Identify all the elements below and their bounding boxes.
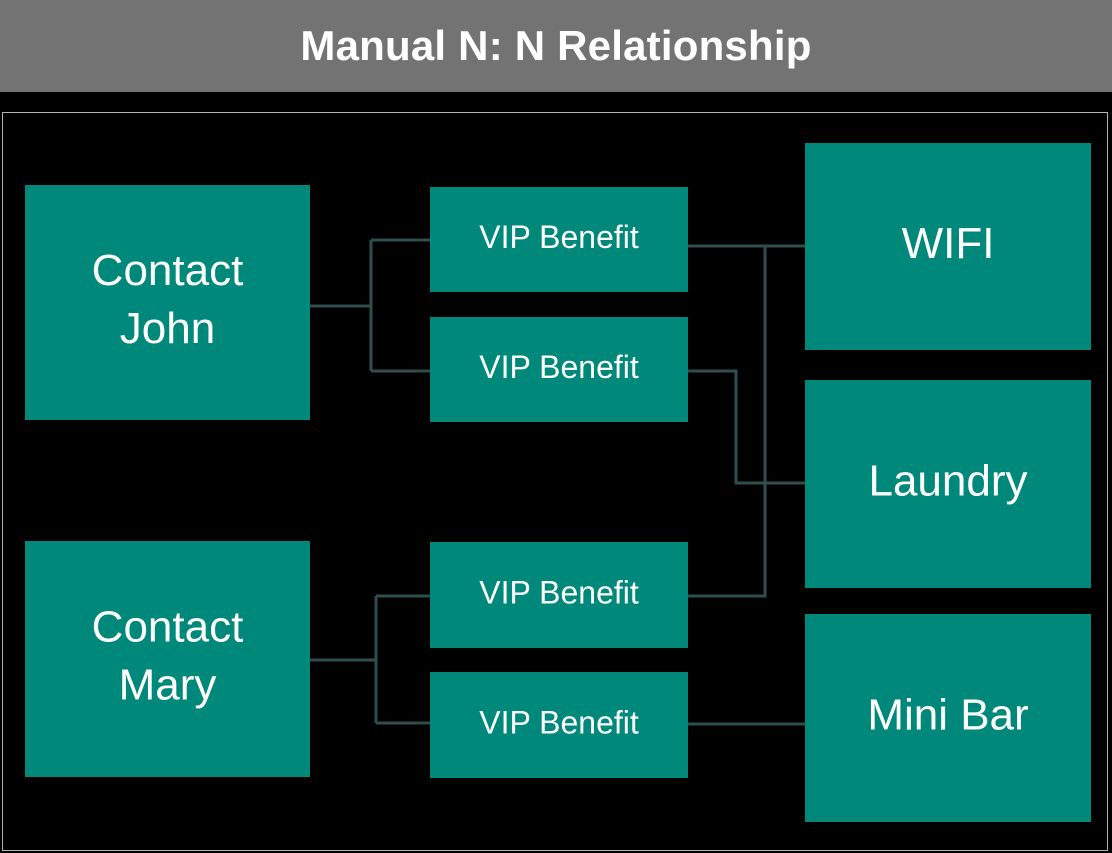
node-box-vip-benefit-1[interactable] xyxy=(430,187,688,292)
node-label-laundry: Laundry xyxy=(868,457,1027,506)
connector-vip3-to-wifi xyxy=(688,246,767,598)
node-label-wifi: WIFI xyxy=(902,219,995,268)
node-label-contact-mary-line1: Contact xyxy=(92,603,244,652)
node-vip-benefit-1[interactable]: VIP Benefit xyxy=(430,187,688,292)
node-label-vip-benefit-3: VIP Benefit xyxy=(479,574,639,610)
node-vip-benefit-4[interactable]: VIP Benefit xyxy=(430,672,688,778)
connector-vip2-to-laundry xyxy=(688,369,805,485)
node-box-wifi[interactable] xyxy=(805,143,1091,350)
node-label-contact-john-line1: Contact xyxy=(92,246,244,295)
node-label-vip-benefit-1: VIP Benefit xyxy=(479,219,639,255)
node-box-contact-john[interactable] xyxy=(25,185,310,420)
node-box-vip-benefit-3[interactable] xyxy=(430,542,688,648)
node-label-mini-bar: Mini Bar xyxy=(867,691,1028,740)
connector-john-to-vip1-vip2 xyxy=(310,238,430,373)
node-mini-bar[interactable]: Mini Bar xyxy=(805,614,1091,822)
node-box-mini-bar[interactable] xyxy=(805,614,1091,822)
node-box-laundry[interactable] xyxy=(805,380,1091,588)
node-label-vip-benefit-4: VIP Benefit xyxy=(479,704,639,740)
node-label-contact-mary-line2: Mary xyxy=(119,661,217,710)
page-title: Manual N: N Relationship xyxy=(300,22,812,69)
title-bar: Manual N: N Relationship xyxy=(0,0,1112,92)
node-label-contact-john-line2: John xyxy=(120,304,215,353)
node-wifi[interactable]: WIFI xyxy=(805,143,1091,350)
connector-mary-to-vip3-vip4 xyxy=(310,594,430,725)
node-box-vip-benefit-2[interactable] xyxy=(430,317,688,422)
connector-layer xyxy=(310,238,805,726)
node-label-vip-benefit-2: VIP Benefit xyxy=(479,349,639,385)
node-vip-benefit-3[interactable]: VIP Benefit xyxy=(430,542,688,648)
node-laundry[interactable]: Laundry xyxy=(805,380,1091,588)
node-box-contact-mary[interactable] xyxy=(25,541,310,777)
node-vip-benefit-2[interactable]: VIP Benefit xyxy=(430,317,688,422)
node-box-vip-benefit-4[interactable] xyxy=(430,672,688,778)
